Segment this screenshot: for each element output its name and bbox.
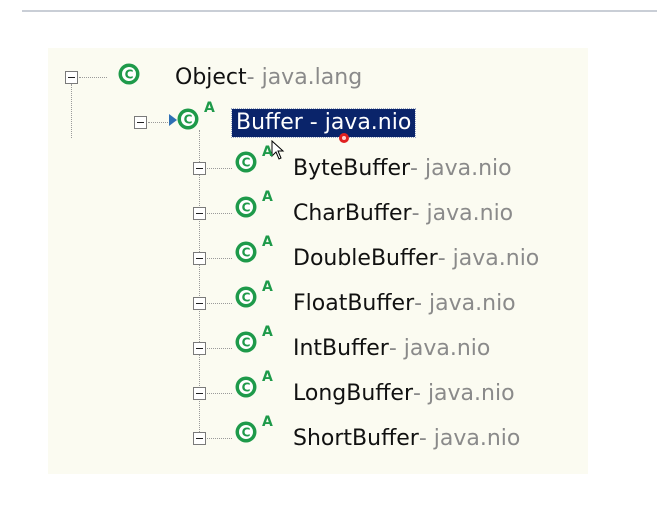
svg-text:C: C [242,246,251,260]
tree-item-charbuffer[interactable]: CharBuffer - java.nio [293,196,513,232]
abstract-class-icon: C [235,151,257,173]
abstract-modifier-label: A [262,234,273,250]
hierarchy-focus-arrow-icon [169,114,177,126]
tree-item-package: - java.nio [414,291,516,316]
tree-connector [207,348,232,349]
abstract-class-icon: C [235,196,257,218]
svg-text:C: C [184,113,193,127]
tree-item-package: - java.nio [388,336,491,361]
tree-item-label: Buffer [236,110,303,135]
collapse-toggle-buffer[interactable] [134,116,147,129]
tree-item-doublebuffer[interactable]: DoubleBuffer - java.nio [293,241,539,277]
tree-connector-root [71,84,72,138]
abstract-modifier-label: A [262,414,273,430]
tree-item-shortbuffer[interactable]: ShortBuffer - java.nio [293,421,520,457]
svg-text:C: C [242,426,251,440]
tree-item-package: - java.nio [411,201,514,226]
svg-text:C: C [242,381,251,395]
expand-toggle-shortbuffer[interactable] [193,432,206,445]
tree-connector [207,393,232,394]
tree-item-bytebuffer[interactable]: ByteBuffer - java.nio [293,151,512,187]
expand-toggle-intbuffer[interactable] [193,342,206,355]
tree-item-label: DoubleBuffer [293,246,438,271]
tree-item-label: Object [175,65,247,90]
type-hierarchy-tree: C Object - java.lang C A Buffer - java.n… [48,48,588,474]
abstract-modifier-label: A [262,324,273,340]
abstract-modifier-label: A [262,189,273,205]
abstract-modifier-label: A [262,369,273,385]
abstract-class-icon: C [235,241,257,263]
collapse-toggle-object[interactable] [65,71,78,84]
tree-item-object[interactable]: Object - java.lang [175,60,362,96]
tree-item-buffer-selected[interactable]: Buffer - java.nio [230,105,417,141]
svg-text:C: C [242,201,251,215]
selected-item-text: Buffer - java.nio [230,108,417,138]
svg-text:C: C [242,336,251,350]
tree-item-label: LongBuffer [293,381,414,406]
tree-item-package: - java.nio [437,246,540,271]
tree-connector [207,303,232,304]
expand-toggle-floatbuffer[interactable] [193,297,206,310]
tree-connector [207,258,232,259]
tree-connector [207,168,232,169]
tree-item-package: - java.nio [418,426,521,451]
svg-text:C: C [125,68,134,82]
expand-toggle-charbuffer[interactable] [193,207,206,220]
tree-item-intbuffer[interactable]: IntBuffer - java.nio [293,331,490,367]
tree-item-package: - java.lang [246,65,363,90]
tree-item-package: - java.nio [410,156,512,181]
abstract-class-icon: C [235,421,257,443]
abstract-class-icon: C [177,108,199,130]
top-divider [22,10,657,12]
mouse-pointer-icon [271,140,285,160]
tree-item-label: ShortBuffer [293,426,419,451]
tree-connector [148,122,170,123]
tree-connector [207,438,232,439]
tree-item-package: - java.nio [302,110,412,135]
svg-text:C: C [242,291,251,305]
tree-item-package: - java.nio [413,381,515,406]
expand-toggle-longbuffer[interactable] [193,387,206,400]
expand-toggle-doublebuffer[interactable] [193,252,206,265]
tree-connector-children [199,130,200,438]
abstract-class-icon: C [235,376,257,398]
abstract-class-icon: C [235,331,257,353]
tree-item-label: CharBuffer [293,201,412,226]
tree-item-label: ByteBuffer [293,156,411,181]
pointer-highlight-icon [339,133,349,143]
tree-connector [79,77,107,78]
tree-connector [207,213,232,214]
tree-item-label: FloatBuffer [293,291,415,316]
expand-toggle-bytebuffer[interactable] [193,162,206,175]
svg-text:C: C [242,156,251,170]
class-icon: C [118,63,140,85]
abstract-modifier-label: A [262,279,273,295]
abstract-modifier-label: A [262,144,273,160]
tree-item-floatbuffer[interactable]: FloatBuffer - java.nio [293,286,516,322]
tree-item-longbuffer[interactable]: LongBuffer - java.nio [293,376,515,412]
tree-item-label: IntBuffer [293,336,389,361]
abstract-class-icon: C [235,286,257,308]
abstract-modifier-label: A [204,100,215,116]
